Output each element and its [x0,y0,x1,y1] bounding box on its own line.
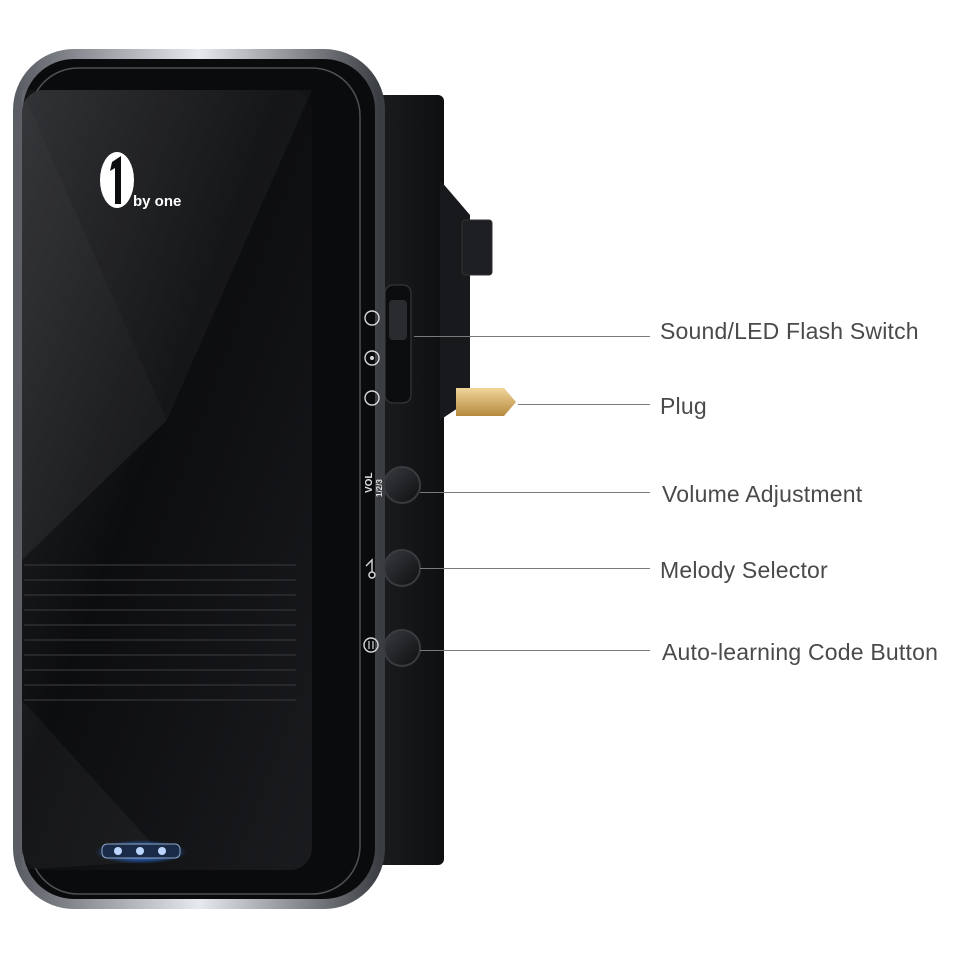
brand-logo [100,152,134,208]
callout-auto-learning-code-button: Auto-learning Code Button [662,639,939,665]
callout-volume-adjustment: Volume Adjustment [662,481,863,507]
plug-body [440,180,493,420]
volume-label-bottom: 1/2/3 [375,479,384,497]
leader-line-melody [420,568,650,569]
volume-label-top: VOL [364,472,375,493]
front-face [22,90,312,870]
leader-line-volume [420,492,650,493]
leader-line-code [420,650,650,651]
plug-pin [456,388,516,416]
code-learning-button [363,629,421,667]
volume-button [383,466,421,504]
sound-led-switch [364,284,412,406]
brand-logo-text: by one [133,193,181,210]
status-led [95,840,187,864]
callout-sound-led-flash-switch: Sound/LED Flash Switch [660,318,919,344]
callout-melody-selector: Melody Selector [660,557,828,583]
leader-line-sound-led [414,336,650,337]
leader-line-plug [518,404,650,405]
speaker-grille [24,564,296,701]
callout-plug: Plug [660,393,707,419]
